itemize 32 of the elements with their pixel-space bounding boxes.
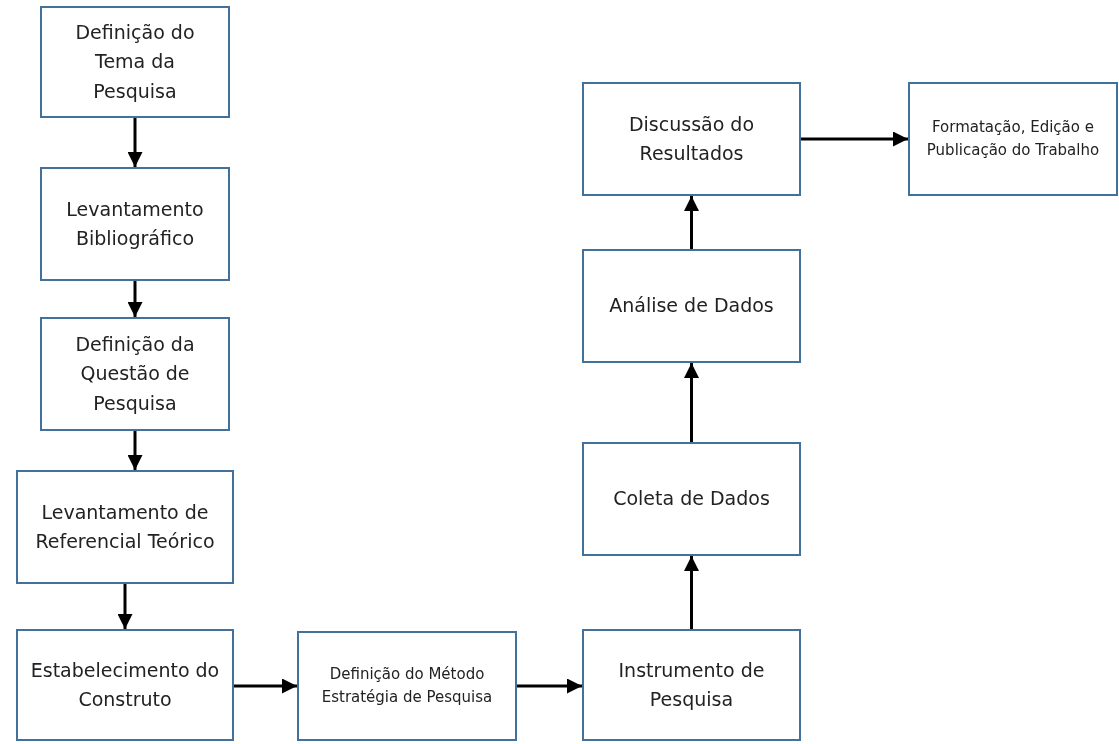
box-label: Definição da Questão de Pesquisa	[74, 331, 196, 416]
process-box	[40, 6, 230, 118]
process-box	[582, 249, 801, 363]
arrow	[127, 281, 143, 317]
arrow	[517, 678, 582, 694]
arrow	[127, 431, 143, 470]
box-label: Definição do Método Estratégia de Pesquisa	[320, 663, 494, 708]
box-label: Discussão do Resultados	[627, 111, 756, 166]
box-label: Definição do Tema da Pesquisa	[74, 19, 196, 104]
box-label: Estabelecimento do Construto	[29, 657, 221, 712]
process-box	[582, 442, 801, 556]
box-label: Levantamento Bibliográfico	[65, 196, 205, 251]
arrow	[684, 363, 699, 442]
arrow	[801, 131, 908, 147]
box-label: Instrumento de Pesquisa	[617, 657, 766, 712]
process-box	[582, 82, 801, 196]
process-box	[16, 629, 234, 741]
box-label: Formatação, Edição e Publicação do Trabalho	[925, 116, 1101, 161]
process-box	[40, 317, 230, 431]
arrow	[684, 196, 699, 249]
box-label: Análise de Dados	[609, 293, 774, 319]
arrow	[127, 118, 143, 167]
process-box	[908, 82, 1118, 196]
box-label: Coleta de Dados	[613, 486, 770, 512]
process-box	[40, 167, 230, 281]
process-box	[297, 631, 517, 741]
box-label: Levantamento de Referencial Teórico	[34, 499, 216, 554]
arrow	[117, 584, 133, 629]
process-box	[16, 470, 234, 584]
arrow	[234, 678, 297, 694]
arrow	[684, 556, 699, 629]
process-box	[582, 629, 801, 741]
